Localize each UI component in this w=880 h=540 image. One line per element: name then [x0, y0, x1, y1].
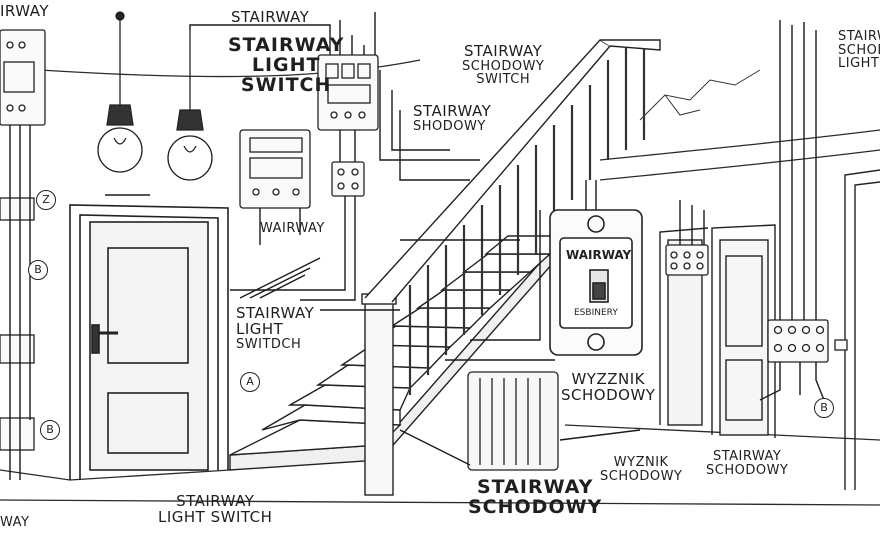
balusters — [408, 48, 646, 395]
panel-left-breaker — [239, 129, 311, 209]
pendant-light-right — [167, 30, 213, 181]
staircase — [229, 39, 661, 496]
pendant-light-left — [97, 11, 143, 173]
switch-plate-bottom-label: ESBINERY — [574, 308, 618, 318]
panel-top-center — [317, 54, 379, 131]
marker-b-left: B — [28, 260, 48, 280]
label-right-top: STAIRWAY SCHODOWY SWITCH — [462, 42, 545, 88]
radiator — [467, 371, 559, 471]
label-far-right: STAIRW SCHOD LIGHT S — [838, 29, 880, 72]
marker-b-low: B — [40, 420, 60, 440]
ceiling-crack — [639, 69, 761, 121]
label-left-mid: STAIRWAY LIGHT SWITDCH — [236, 304, 315, 352]
wiring — [9, 12, 829, 480]
marker-b-right: B — [814, 398, 834, 418]
switch-plate-top-label: WAIRWAY — [566, 248, 632, 262]
junction-small — [331, 161, 365, 197]
marker-a: A — [240, 372, 260, 392]
label-bottom-right-b: STAIRWAY SCHODOWY — [706, 449, 789, 478]
room-outline — [0, 59, 880, 506]
junction-right — [665, 244, 709, 276]
label-bottom-edge-left: WAY — [0, 515, 30, 530]
label-bottom-right-a: WYZNIK SCHODOWY — [600, 455, 683, 484]
left-edge-panels — [0, 29, 46, 451]
label-mid-left: WAIRWAY — [260, 221, 325, 236]
label-top-edge-left: IRWAY — [0, 2, 50, 20]
label-center-right: WYZZNIK SCHODOWY — [561, 370, 656, 404]
terminal-block-right — [767, 319, 848, 363]
label-main-title: STAIRWAY LIGHT SWITCH — [228, 34, 345, 96]
door-right-edge — [844, 169, 880, 490]
door-left — [69, 204, 229, 480]
label-bottom-center: STAIRWAY SCHODOWY — [468, 476, 603, 518]
main-switch-plate — [549, 209, 643, 356]
label-bottom-left: STAIRWAY LIGHT SWITCH — [158, 492, 273, 526]
label-top-center: STAIRWAY — [231, 8, 310, 26]
label-mid: STAIRWAY SHODOWY — [413, 102, 492, 134]
marker-z: Z — [36, 190, 56, 210]
